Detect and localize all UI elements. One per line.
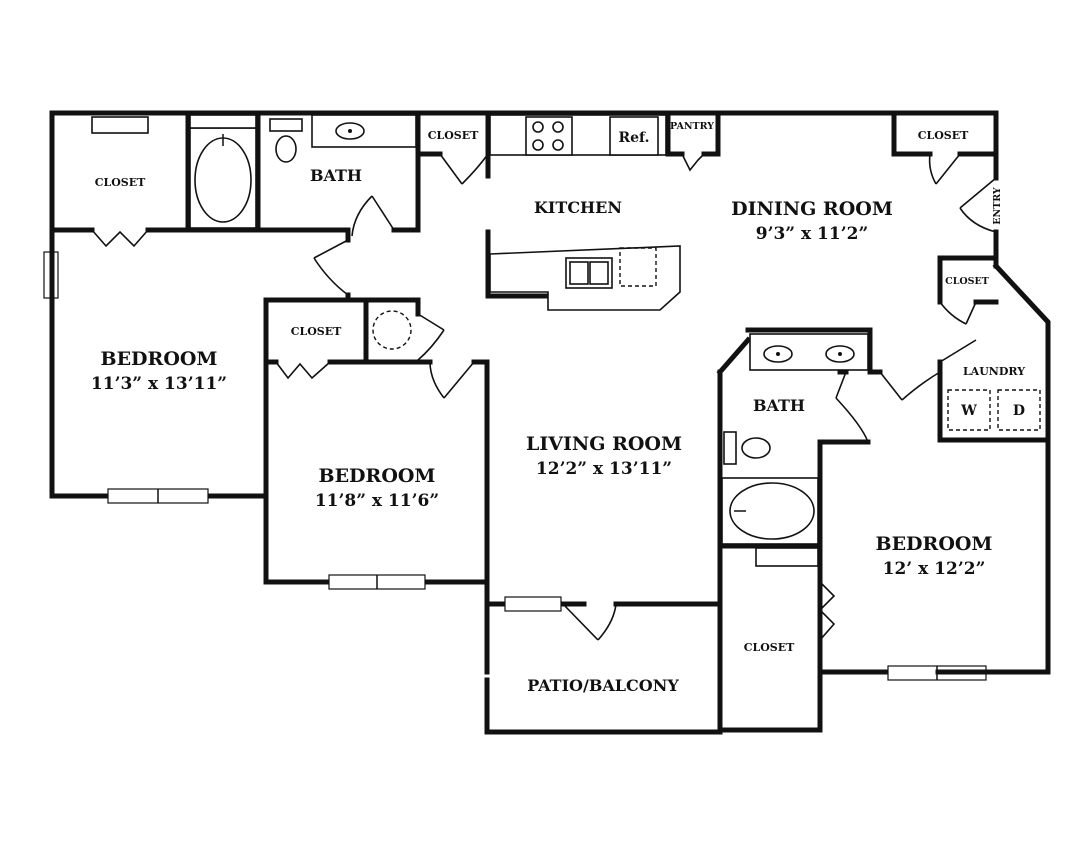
walls	[49, 110, 1051, 735]
dining-closet-label: CLOSET	[918, 129, 969, 142]
living-room-size: 12’2” x 13’11”	[536, 459, 672, 479]
bedroom1-size: 11’3” x 13’11”	[91, 374, 227, 394]
refrigerator-label: Ref.	[619, 130, 650, 146]
bedroom2-closet-label: CLOSET	[291, 325, 342, 338]
bedroom2-size: 11’8” x 11’6”	[315, 491, 439, 511]
bath2-label: BATH	[753, 396, 805, 415]
bedroom3-closet-label: CLOSET	[744, 641, 795, 654]
bedroom1-closet-label: CLOSET	[95, 176, 146, 189]
laundry-label: LAUNDRY	[963, 365, 1025, 378]
bedroom3-size: 12’ x 12’2”	[883, 559, 986, 579]
pantry-label: PANTRY	[670, 121, 714, 132]
fixtures	[91, 114, 1041, 567]
laundry-closet-label: CLOSET	[945, 276, 989, 287]
bath1-label: BATH	[310, 166, 362, 185]
bedroom3-label: BEDROOM	[876, 533, 993, 555]
washer-label: W	[960, 403, 977, 419]
kitchen-closet-label: CLOSET	[428, 129, 479, 142]
windows	[43, 251, 987, 681]
dining-room-size: 9’3” x 11’2”	[756, 224, 869, 244]
labels: CLOSET BATH CLOSET Ref. PANTRY CLOSET EN…	[91, 121, 1025, 695]
kitchen-label: KITCHEN	[534, 198, 622, 217]
dining-room-label: DINING ROOM	[731, 198, 893, 220]
patio-label: PATIO/BALCONY	[527, 676, 679, 695]
living-room-label: LIVING ROOM	[526, 433, 682, 455]
bedroom1-label: BEDROOM	[101, 348, 218, 370]
entry-label: ENTRY	[992, 187, 1003, 225]
doors	[91, 153, 997, 641]
dryer-label: D	[1013, 403, 1025, 419]
bedroom2-label: BEDROOM	[319, 465, 436, 487]
